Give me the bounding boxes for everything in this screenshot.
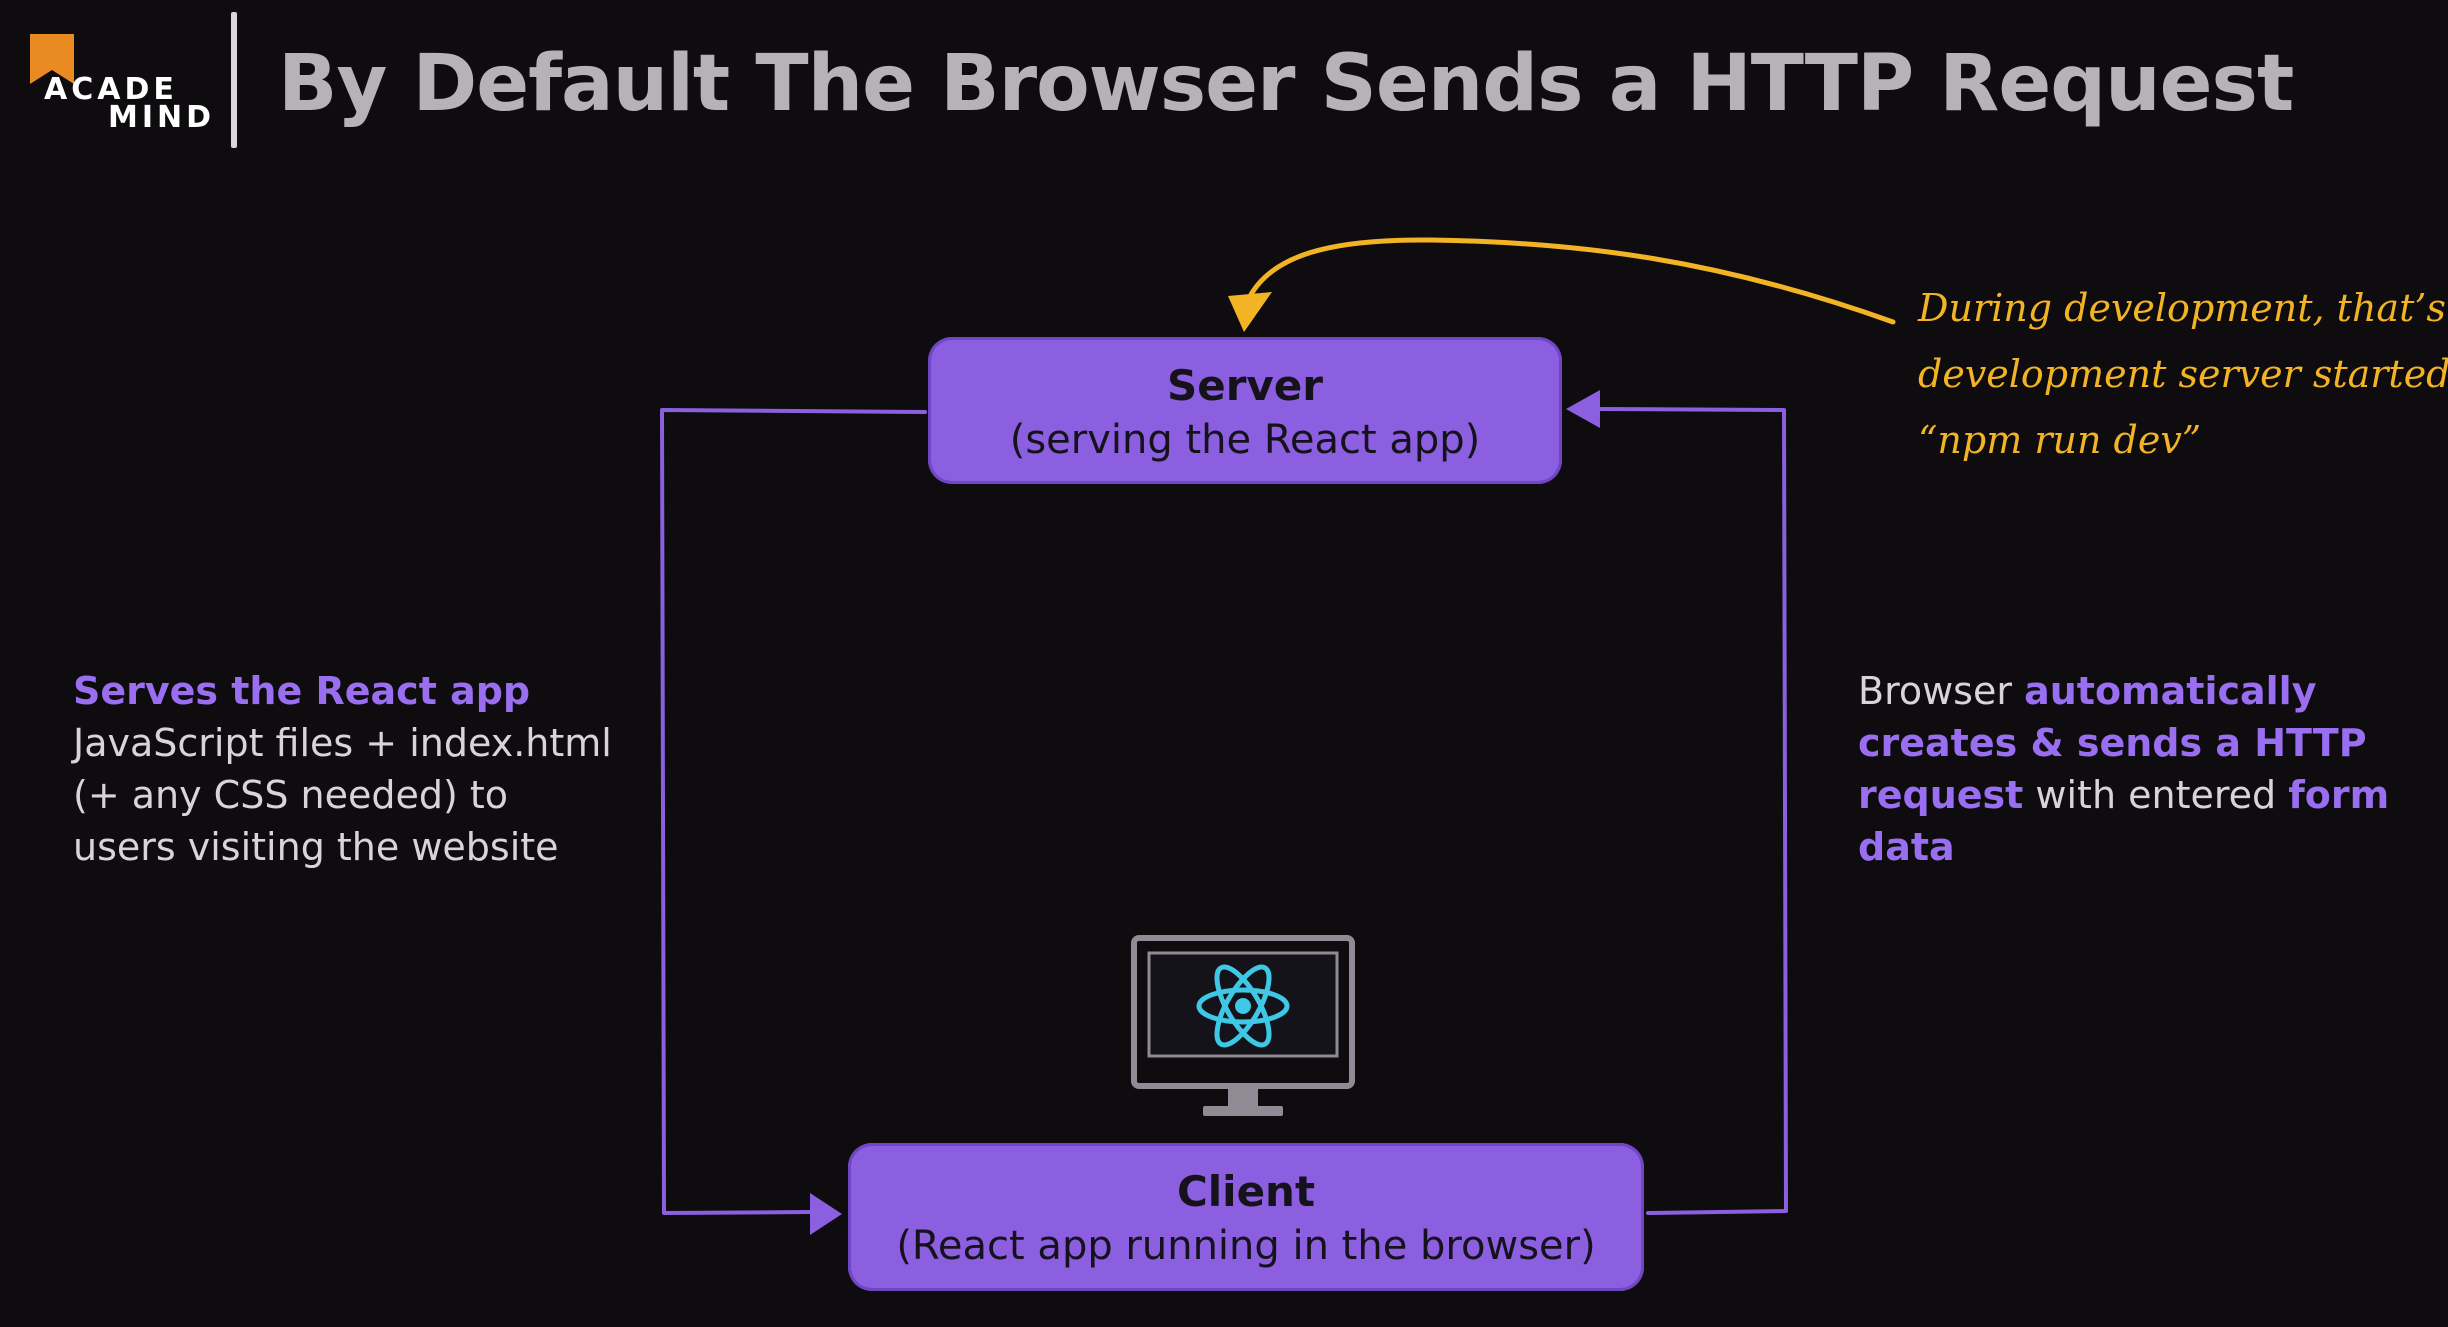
logo-text-line1: ACADE [44, 72, 178, 107]
serves-app-line2: (+ any CSS needed) to [73, 773, 509, 817]
request-connector-line [1594, 407, 1788, 1215]
client-title: Client [1176, 1167, 1316, 1216]
serves-app-line3: users visiting the website [73, 825, 559, 869]
server-subtitle: (serving the React app) [1009, 417, 1481, 463]
client-arrowhead-icon [810, 1193, 842, 1235]
dev-note-arrow-line [1245, 237, 1896, 325]
client-subtitle: (React app running in the browser) [896, 1223, 1596, 1269]
server-title: Server [1166, 361, 1324, 410]
academind-logo: ACADE MIND [30, 34, 211, 135]
server-node: Server (serving the React app) [928, 337, 1562, 484]
react-logo-icon [1196, 964, 1290, 1048]
client-node: Client (React app running in the browser… [848, 1143, 1644, 1291]
dev-note-line2: development server started via [1918, 352, 2448, 396]
serves-app-highlight: Serves the React app [73, 669, 531, 713]
browser-request-text2: with entered [2023, 773, 2289, 817]
monitor-icon [1131, 935, 1355, 1116]
logo-text-line2: MIND [108, 100, 216, 135]
serves-app-annotation: Serves the React app JavaScript files + … [73, 665, 633, 873]
browser-request-annotation: Browser automatically creates & sends a … [1858, 665, 2418, 873]
dev-note-arrowhead-icon [1228, 292, 1272, 332]
browser-request-highlight2: form data [1858, 773, 2390, 869]
server-arrowhead-icon [1566, 390, 1600, 428]
serves-app-line1: JavaScript files + index.html [73, 721, 612, 765]
serve-connector-line [660, 408, 927, 1215]
title-divider [231, 12, 237, 148]
browser-request-text1: Browser [1858, 669, 2025, 713]
dev-note-line1: During development, that’s the [1918, 286, 2448, 330]
page-title: By Default The Browser Sends a HTTP Requ… [278, 39, 2294, 129]
browser-request-highlight1: automatically creates & sends a HTTP req… [1858, 669, 2367, 817]
dev-note-line3: “npm run dev” [1918, 418, 2202, 462]
dev-server-note: During development, that’s the developme… [1918, 275, 2448, 473]
